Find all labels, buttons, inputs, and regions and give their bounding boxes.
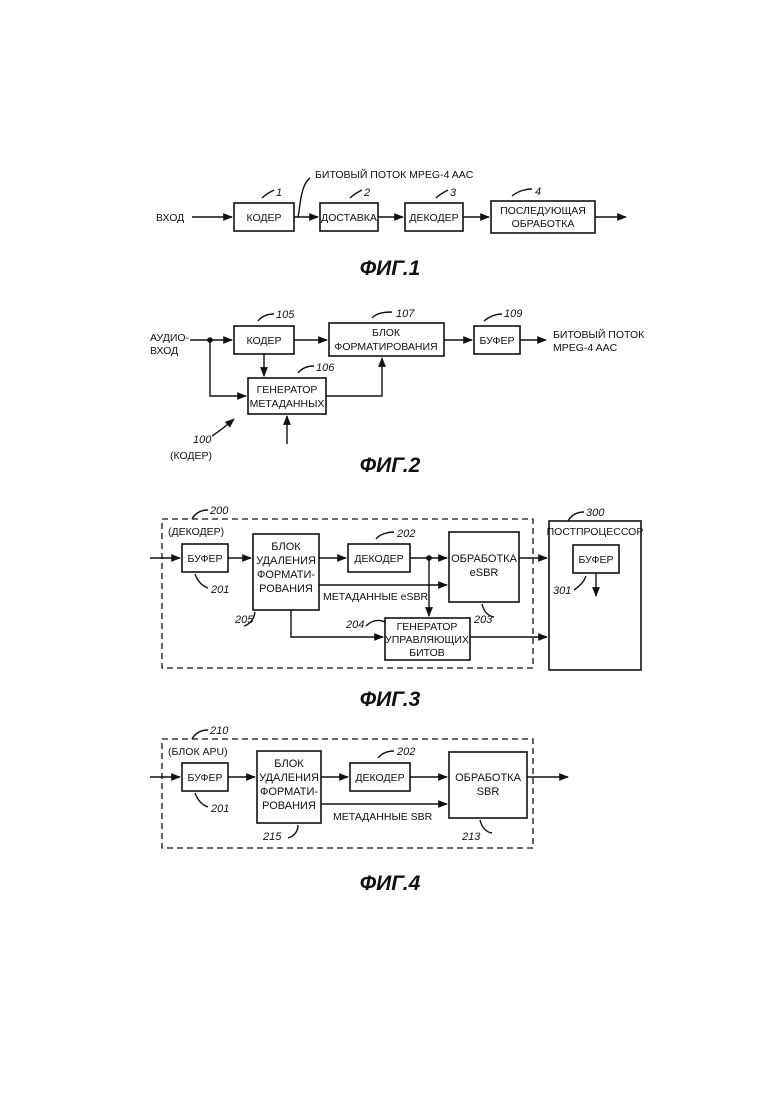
fig3-decoder-label: ДЕКОДЕР — [354, 553, 403, 565]
fig1-caption: ФИГ.1 — [360, 257, 421, 280]
fig1-decoder-label: ДЕКОДЕР — [409, 212, 458, 224]
fig4-sbr-leader — [480, 820, 492, 833]
fig1-input-label: ВХОД — [156, 212, 184, 224]
fig2-arrow-metagen-formatter — [326, 358, 382, 396]
fig4-deformatter-line2: УДАЛЕНИЯ — [259, 772, 319, 784]
fig4-sbr-ref: 213 — [461, 831, 481, 843]
fig2-output-line2: MPEG-4 AAC — [553, 342, 618, 354]
fig4-metadata-label: МЕТАДАННЫЕ SBR — [333, 811, 433, 823]
fig1-decoder-leader — [436, 190, 448, 198]
fig3-deformatter-line4: РОВАНИЯ — [259, 583, 313, 595]
fig3-deformatter-line1: БЛОК — [271, 541, 301, 553]
fig4-apu-group-leader — [192, 730, 208, 739]
fig3-ctrlgen-leader — [366, 620, 385, 626]
fig2-metagen-leader — [298, 366, 314, 373]
fig1-postproc-line2: ОБРАБОТКА — [512, 218, 575, 230]
fig4-apu-group-label: (БЛОК APU) — [168, 746, 228, 758]
fig3-esbr-line2: eSBR — [470, 567, 499, 579]
fig2-encoder-label: КОДЕР — [246, 335, 281, 347]
fig2-encoder-leader — [258, 314, 274, 321]
fig4-deformatter-line1: БЛОК — [274, 758, 304, 770]
fig1-delivery-leader — [350, 190, 362, 198]
fig1-encoder-ref: 1 — [276, 187, 282, 199]
fig3-postprocessor-ref: 300 — [586, 507, 605, 519]
fig1-postproc-ref: 4 — [535, 186, 541, 198]
fig3-decoder-group-ref: 200 — [209, 505, 229, 517]
fig3-metadata-label: МЕТАДАННЫЕ eSBR — [323, 591, 429, 603]
fig3-postprocessor-label: ПОСТПРОЦЕССОР — [547, 526, 644, 538]
fig2-buffer-label: БУФЕР — [480, 335, 515, 347]
fig2-encoder-ref: 105 — [276, 309, 295, 321]
fig3-deformatter-ref: 205 — [234, 614, 254, 626]
fig2-system-ref: 100 — [193, 434, 212, 446]
fig1-postproc-leader — [512, 189, 532, 196]
fig3-decoder-group-leader — [192, 510, 208, 519]
fig3-ctrlgen-line2: УПРАВЛЯЮЩИХ — [385, 634, 469, 646]
fig4-sbr-box — [449, 752, 527, 818]
figure-3: (ДЕКОДЕР) 200 БУФЕР 201 БЛОК УДАЛЕНИЯ ФО… — [150, 505, 643, 711]
fig2-caption: ФИГ.2 — [360, 454, 421, 477]
fig4-sbr-line2: SBR — [477, 786, 500, 798]
fig1-postproc-line1: ПОСЛЕДУЮЩАЯ — [500, 205, 586, 217]
figure-4: (БЛОК APU) 210 БУФЕР 201 БЛОК УДАЛЕНИЯ Ф… — [150, 725, 568, 895]
fig2-formatter-ref: 107 — [396, 308, 415, 320]
fig3-post-buffer-label: БУФЕР — [579, 554, 614, 566]
fig2-input-line2: ВХОД — [150, 345, 178, 357]
fig3-ctrlgen-ref: 204 — [345, 619, 364, 631]
fig4-sbr-line1: ОБРАБОТКА — [455, 772, 521, 784]
fig4-buffer-label: БУФЕР — [188, 772, 223, 784]
fig2-formatter-line2: ФОРМАТИРОВАНИЯ — [334, 341, 437, 353]
fig3-post-buffer-ref: 301 — [553, 585, 571, 597]
fig4-decoder-label: ДЕКОДЕР — [355, 772, 404, 784]
fig3-buffer-leader — [195, 574, 208, 588]
fig3-caption: ФИГ.3 — [360, 688, 421, 711]
fig2-output-line1: БИТОВЫЙ ПОТОК — [553, 328, 645, 341]
fig2-metagen-line2: МЕТАДАННЫХ — [250, 398, 325, 410]
fig1-delivery-ref: 2 — [363, 187, 370, 199]
fig3-decoder-group-label: (ДЕКОДЕР) — [168, 526, 224, 538]
fig4-apu-group-ref: 210 — [209, 725, 229, 737]
fig2-input-line1: АУДИО- — [150, 332, 190, 344]
fig4-deformatter-line4: РОВАНИЯ — [262, 800, 316, 812]
fig3-ctrlgen-line3: БИТОВ — [409, 647, 445, 659]
fig3-buffer-ref: 201 — [210, 584, 229, 596]
fig3-postprocessor-leader — [568, 512, 584, 521]
fig2-formatter-leader — [372, 312, 392, 318]
fig4-buffer-ref: 201 — [210, 803, 229, 815]
fig1-delivery-label: ДОСТАВКА — [321, 212, 377, 224]
figure-2: АУДИО- ВХОД КОДЕР 105 БЛОК ФОРМАТИРОВАНИ… — [150, 308, 645, 477]
fig3-decoder-leader — [376, 532, 394, 539]
fig3-buffer-label: БУФЕР — [188, 553, 223, 565]
fig1-decoder-ref: 3 — [450, 187, 457, 199]
fig4-buffer-leader — [195, 793, 208, 807]
fig2-system-label: (КОДЕР) — [170, 450, 212, 462]
fig2-metagen-ref: 106 — [316, 362, 335, 374]
fig1-bitstream-label: БИТОВЫЙ ПОТОК MPEG-4 AAC — [315, 168, 474, 181]
fig3-ctrlgen-line1: ГЕНЕРАТОР — [397, 621, 458, 633]
fig2-buffer-leader — [484, 314, 502, 321]
fig2-formatter-line1: БЛОК — [372, 327, 401, 339]
fig3-deformatter-line3: ФОРМАТИ- — [257, 569, 315, 581]
fig2-system-leader — [212, 419, 234, 436]
fig4-deformatter-ref: 215 — [262, 831, 282, 843]
fig4-deformatter-line3: ФОРМАТИ- — [260, 786, 318, 798]
fig4-decoder-leader — [378, 751, 394, 758]
fig3-decoder-ref: 202 — [396, 528, 415, 540]
fig4-decoder-ref: 202 — [396, 746, 415, 758]
fig1-bitstream-leader — [298, 178, 310, 217]
fig1-encoder-leader — [262, 190, 274, 198]
fig4-caption: ФИГ.4 — [360, 872, 421, 895]
fig4-deformatter-leader — [288, 825, 298, 838]
fig1-encoder-label: КОДЕР — [246, 212, 281, 224]
fig3-esbr-ref: 203 — [473, 614, 493, 626]
fig3-esbr-line1: ОБРАБОТКА — [451, 553, 517, 565]
figure-1: ВХОД КОДЕР 1 БИТОВЫЙ ПОТОК MPEG-4 AAC ДО… — [156, 168, 626, 280]
fig2-buffer-ref: 109 — [504, 308, 522, 320]
fig3-deformatter-line2: УДАЛЕНИЯ — [256, 555, 316, 567]
fig2-metagen-line1: ГЕНЕРАТОР — [257, 384, 318, 396]
